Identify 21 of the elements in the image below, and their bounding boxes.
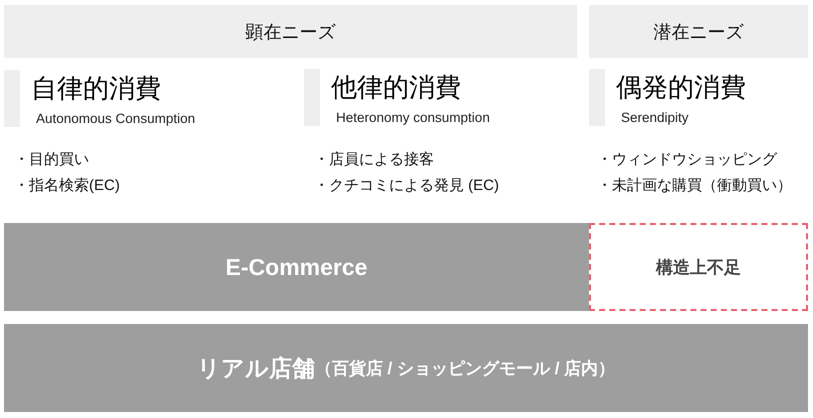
- category-subtitle: Serendipity: [621, 110, 689, 126]
- bar-sublabel: （百貨店 / ショッピングモール / 店内）: [314, 358, 616, 380]
- category-subtitle: Heteronomy consumption: [336, 110, 490, 126]
- dashed-panel: [589, 223, 808, 311]
- needs-heading: 顕在ニーズ: [246, 20, 336, 44]
- category-title: 偶発的消費: [616, 72, 746, 102]
- bar-label: E-Commerce: [226, 254, 368, 280]
- channel-bar: [4, 324, 808, 412]
- bullet-item: ・ウィンドウショッピング: [597, 150, 777, 170]
- bullet-item: ・店員による接客: [314, 150, 434, 170]
- bullet-item: ・クチコミによる発見 (EC): [314, 176, 499, 196]
- bullet-item: ・目的買い: [14, 150, 89, 170]
- panel-label: 構造上不足: [656, 256, 741, 278]
- channel-bar: [4, 223, 589, 311]
- category-title: 自律的消費: [31, 73, 161, 103]
- category-title: 他律的消費: [331, 72, 461, 102]
- category-subtitle: Autonomous Consumption: [36, 111, 196, 127]
- bar-label: リアル店舗: [196, 354, 315, 382]
- needs-heading: 潜在ニーズ: [654, 20, 744, 44]
- bullet-item: ・指名検索(EC): [14, 176, 120, 196]
- bullet-item: ・未計画な購買（衝動買い）: [597, 176, 792, 196]
